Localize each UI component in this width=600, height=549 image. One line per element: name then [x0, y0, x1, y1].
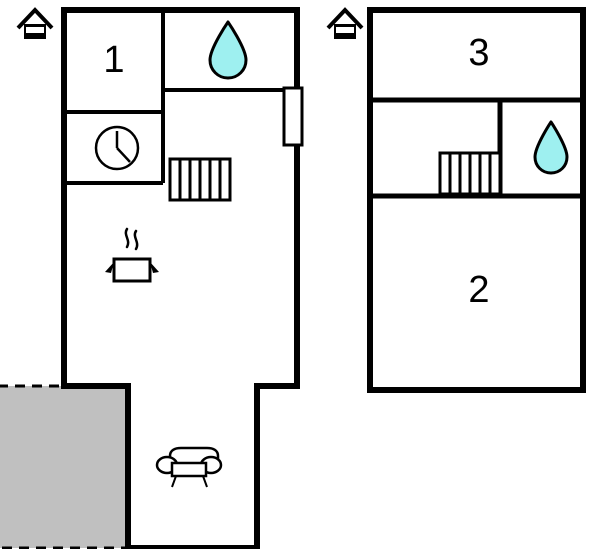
clock-icon — [94, 125, 140, 171]
cooking-pot-icon — [105, 227, 159, 283]
house-north-icon-upper — [326, 7, 364, 39]
stairs-icon-upper — [438, 151, 502, 196]
sofa-icon — [155, 446, 223, 488]
ground-floor-plan: 1 — [0, 7, 304, 549]
room-label-2: 2 — [468, 269, 489, 311]
house-north-icon — [16, 7, 54, 39]
upper-floor-plan: 3 2 — [326, 7, 586, 393]
upper-floor-outline — [367, 7, 586, 393]
terrace-area — [0, 384, 130, 549]
ground-floor-interior-walls — [64, 10, 297, 548]
water-drop-icon — [208, 20, 248, 80]
water-drop-icon-upper — [533, 120, 569, 175]
room-label-1: 1 — [103, 39, 124, 81]
stairs-icon — [168, 157, 232, 202]
door-icon — [282, 86, 304, 147]
room-label-3: 3 — [468, 32, 489, 74]
